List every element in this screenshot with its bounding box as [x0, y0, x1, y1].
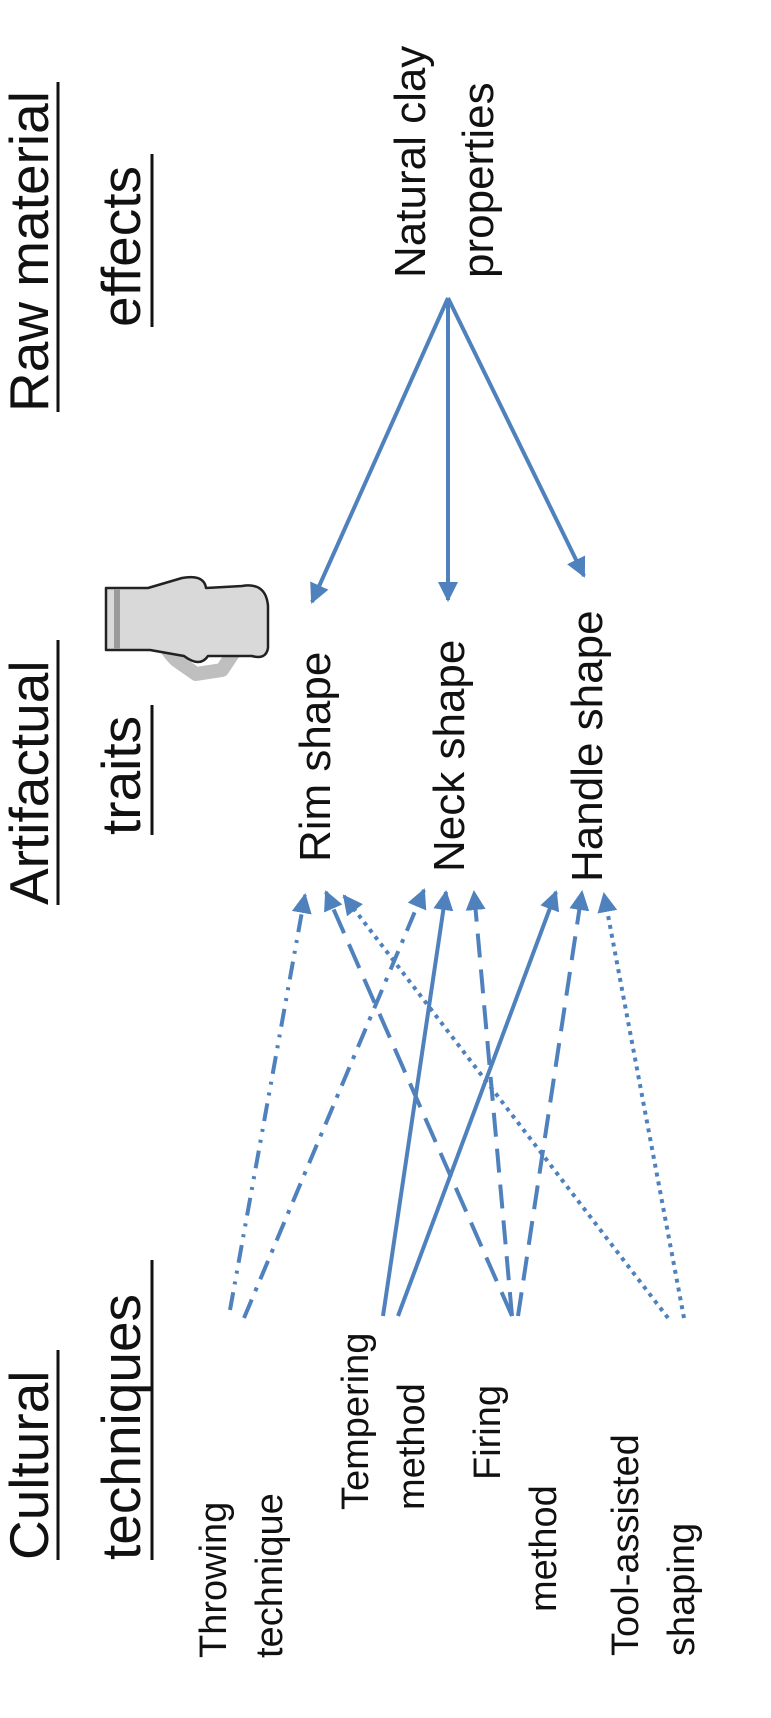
arrow-throwing-to-neck	[242, 888, 427, 1319]
raw-label-line2: properties	[454, 82, 503, 278]
arrow-firing-to-handle	[516, 890, 590, 1317]
arrow-raw-to-handle	[446, 297, 586, 578]
technique-firing-line2: method	[523, 1485, 565, 1612]
arrow-tempering-to-handle	[396, 890, 560, 1317]
link-arrows	[228, 297, 686, 1320]
technique-firing: Firing method	[467, 1385, 565, 1612]
technique-throwing: Throwing technique	[193, 1493, 291, 1658]
jug-icon	[104, 575, 270, 681]
trait-handle-shape: Handle shape	[563, 610, 612, 882]
technique-tempering: Tempering method	[335, 1333, 433, 1510]
jug-body	[104, 575, 270, 664]
technique-tempering-line1: Tempering	[335, 1333, 377, 1510]
technique-throwing-line2: technique	[249, 1493, 291, 1658]
heading-raw-material-effects: Raw material effects	[0, 82, 154, 412]
trait-rim-shape: Rim shape	[291, 652, 340, 862]
technique-tool-line2: shaping	[661, 1523, 703, 1656]
heading-raw-line1: Raw material	[0, 91, 60, 412]
technique-tool-assisted: Tool-assisted shaping	[605, 1434, 703, 1656]
heading-cultural-techniques: Cultural techniques	[0, 1260, 154, 1560]
arrow-firing-to-neck	[465, 890, 514, 1317]
arrow-throwing-to-rim	[228, 893, 312, 1311]
arrow-firing-to-rim	[324, 890, 514, 1317]
heading-artifactual-line1: Artifactual	[0, 660, 60, 905]
heading-raw-line2: effects	[90, 166, 152, 327]
jug-band	[114, 589, 120, 649]
arrow-raw-to-rim	[310, 297, 450, 604]
heading-cultural-line2: techniques	[90, 1294, 152, 1560]
technique-tool-line1: Tool-assisted	[605, 1434, 647, 1656]
raw-label-line1: Natural clay	[386, 46, 435, 278]
technique-tempering-line2: method	[391, 1383, 433, 1510]
arrow-tool-to-rim	[342, 894, 670, 1320]
technique-throwing-line1: Throwing	[193, 1502, 235, 1658]
technique-labels: Throwing technique Tempering method Firi…	[193, 1333, 703, 1658]
heading-cultural-line1: Cultural	[0, 1370, 60, 1560]
technique-firing-line1: Firing	[467, 1385, 509, 1480]
trait-labels: Rim shape Neck shape Handle shape	[291, 610, 612, 882]
arrow-tempering-to-neck	[381, 890, 454, 1317]
natural-clay-properties-label: Natural clay properties	[386, 46, 503, 278]
heading-artifactual-line2: traits	[90, 716, 152, 835]
arrow-tool-to-handle	[597, 892, 686, 1319]
trait-neck-shape: Neck shape	[425, 640, 474, 872]
heading-artifactual-traits: Artifactual traits	[0, 640, 154, 905]
